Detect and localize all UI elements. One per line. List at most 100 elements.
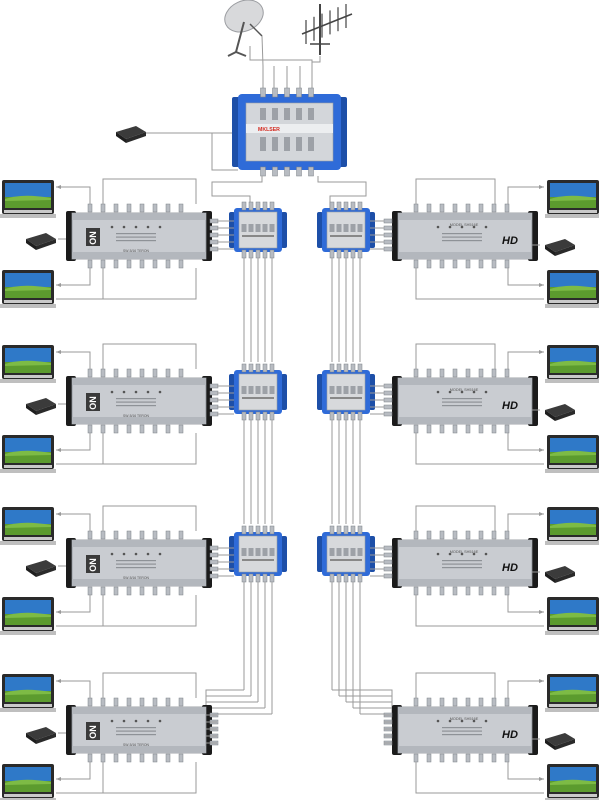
f-connector	[343, 363, 349, 373]
f-connector	[308, 166, 314, 177]
f-connector	[308, 87, 314, 98]
f-connector	[152, 424, 158, 434]
f-connector	[165, 203, 171, 213]
switch-logo: HD	[502, 400, 518, 412]
f-connector	[343, 201, 349, 211]
f-connector	[439, 697, 445, 707]
f-connector	[152, 586, 158, 596]
tv-icon	[0, 674, 56, 712]
f-connector	[87, 259, 93, 269]
f-connector	[113, 368, 119, 378]
f-connector	[255, 363, 261, 373]
input-connector	[209, 552, 219, 558]
f-connector	[504, 753, 510, 763]
f-connector	[255, 573, 261, 583]
f-connector	[504, 259, 510, 269]
f-connector	[439, 586, 445, 596]
terrestrial-antenna-icon	[301, 4, 353, 55]
riser-cables	[205, 258, 393, 720]
switch-logo: ON	[88, 558, 98, 572]
f-connector	[491, 586, 497, 596]
input-connector	[209, 411, 219, 417]
f-connector	[452, 203, 458, 213]
f-connector	[413, 586, 419, 596]
f-connector	[126, 697, 132, 707]
tv-icon	[0, 507, 56, 545]
cascade-amplifier	[229, 525, 287, 583]
f-connector	[165, 753, 171, 763]
input-connector	[383, 411, 393, 417]
input-connector	[383, 225, 393, 231]
f-connector	[100, 424, 106, 434]
f-connector	[413, 259, 419, 269]
f-connector	[491, 753, 497, 763]
f-connector	[152, 259, 158, 269]
tv-icon	[0, 270, 56, 308]
f-connector	[269, 411, 275, 421]
cascade-amplifier	[229, 363, 287, 421]
f-connector	[178, 586, 184, 596]
f-connector	[413, 697, 419, 707]
input-connector	[383, 232, 393, 238]
f-connector	[269, 201, 275, 211]
input-connector	[209, 239, 219, 245]
f-connector	[126, 424, 132, 434]
f-connector	[139, 530, 145, 540]
tv-icon	[545, 674, 599, 712]
f-connector	[329, 363, 335, 373]
f-connector	[478, 203, 484, 213]
f-connector	[139, 424, 145, 434]
f-connector	[241, 411, 247, 421]
f-connector	[178, 203, 184, 213]
tv-icon	[545, 597, 599, 635]
tv-icon	[545, 270, 599, 308]
f-connector	[296, 166, 302, 177]
f-connector	[126, 259, 132, 269]
f-connector	[465, 368, 471, 378]
input-connector	[209, 225, 219, 231]
f-connector	[329, 525, 335, 535]
switch-logo: ON	[88, 231, 98, 245]
f-connector	[272, 166, 278, 177]
f-connector	[248, 525, 254, 535]
cascade-row	[229, 201, 375, 259]
f-connector	[165, 586, 171, 596]
f-connector	[465, 203, 471, 213]
input-connector	[209, 390, 219, 396]
f-connector	[357, 573, 363, 583]
f-connector	[113, 586, 119, 596]
f-connector	[269, 573, 275, 583]
f-connector	[165, 697, 171, 707]
f-connector	[465, 753, 471, 763]
input-connector	[383, 573, 393, 579]
f-connector	[491, 697, 497, 707]
switch-model-label: MODEL SH516E	[450, 388, 479, 392]
f-connector	[504, 424, 510, 434]
f-connector	[350, 201, 356, 211]
switch-body	[397, 377, 533, 425]
f-connector	[491, 424, 497, 434]
f-connector	[262, 363, 268, 373]
tv-icon	[0, 597, 56, 635]
f-connector	[413, 203, 419, 213]
f-connector	[357, 363, 363, 373]
f-connector	[350, 249, 356, 259]
switch-model-label: SW-5/16 TERON	[123, 414, 149, 418]
input-connector	[209, 566, 219, 572]
f-connector	[178, 530, 184, 540]
switch-logo: HD	[502, 729, 518, 741]
input-connector	[383, 218, 393, 224]
f-connector	[139, 753, 145, 763]
brand-label: MKLSER	[258, 127, 280, 133]
f-connector	[478, 424, 484, 434]
f-connector	[126, 203, 132, 213]
f-connector	[126, 753, 132, 763]
f-connector	[87, 368, 93, 378]
f-connector	[336, 525, 342, 535]
f-connector	[113, 697, 119, 707]
